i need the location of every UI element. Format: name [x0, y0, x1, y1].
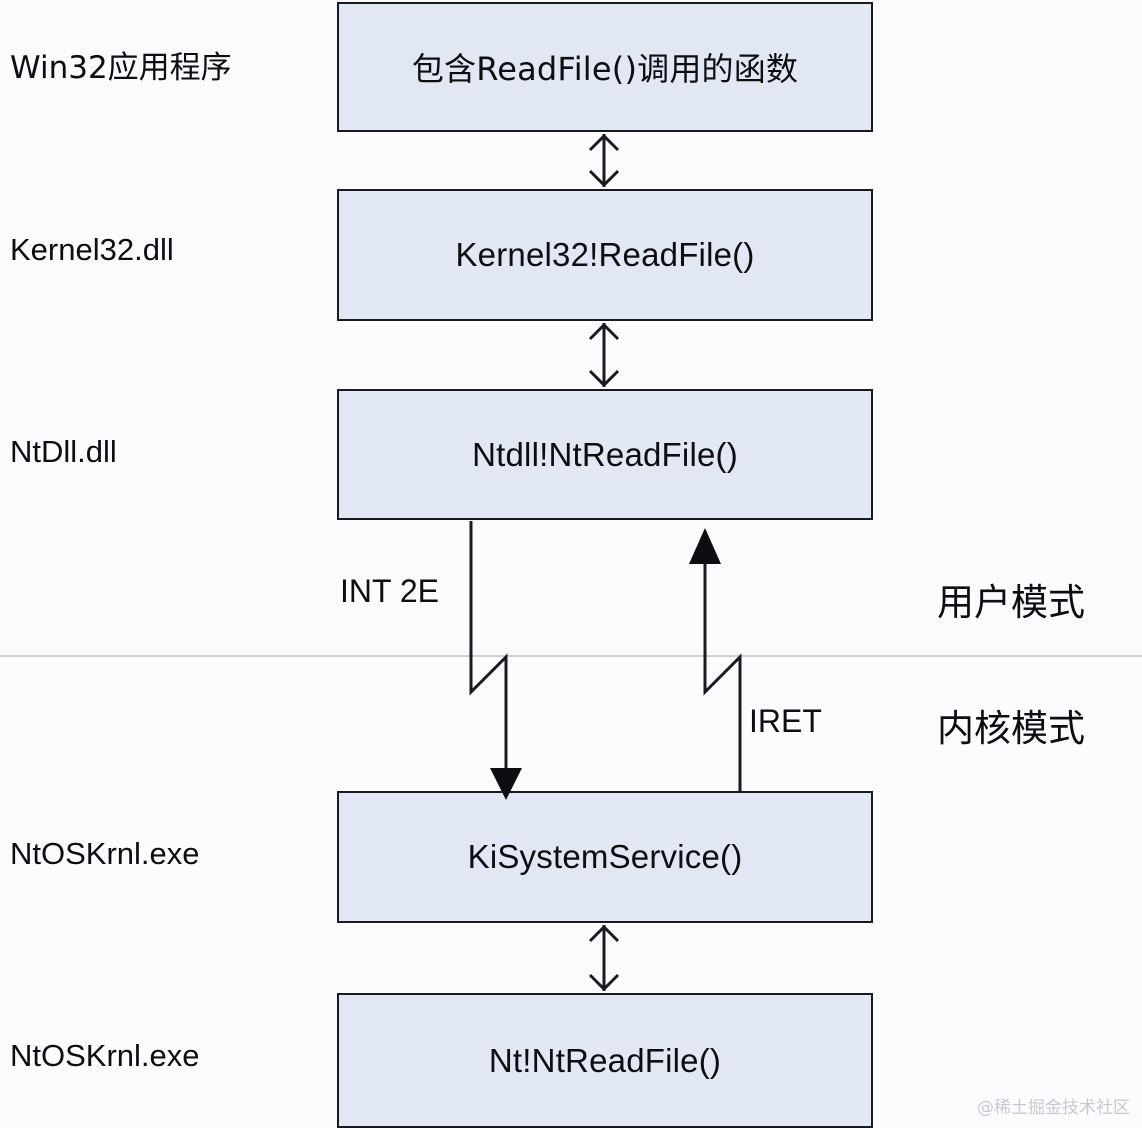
arrow-label-iret: IRET — [749, 703, 822, 739]
watermark: @稀土掘金技术社区 — [977, 1098, 1130, 1118]
box-label: KiSystemService() — [467, 838, 743, 875]
side-label-ntoskrnl-exe-ki: NtOSKrnl.exe — [10, 836, 200, 871]
mode-label-kernel: 内核模式 — [937, 707, 1085, 750]
user-kernel-boundary-line — [0, 655, 1142, 657]
box-nt-ntreadfile[interactable]: Nt!NtReadFile() — [337, 993, 873, 1128]
box-kernel32-readfile[interactable]: Kernel32!ReadFile() — [337, 189, 873, 321]
mode-label-user: 用户模式 — [937, 581, 1085, 624]
box-kisystemservice[interactable]: KiSystemService() — [337, 791, 873, 923]
box-readfile-caller-function[interactable]: 包含ReadFile()调用的函数 — [337, 2, 873, 132]
side-label-win32-app: Win32应用程序 — [10, 50, 232, 86]
box-label: Kernel32!ReadFile() — [455, 236, 755, 273]
arrow-label-int-2e: INT 2E — [340, 573, 439, 609]
side-label-ntoskrnl-exe-nt: NtOSKrnl.exe — [10, 1038, 200, 1073]
box-label: Nt!NtReadFile() — [488, 1041, 722, 1079]
side-label-kernel32-dll: Kernel32.dll — [10, 232, 174, 267]
box-label: 包含ReadFile()调用的函数 — [411, 50, 799, 88]
box-ntdll-ntreadfile[interactable]: Ntdll!NtReadFile() — [337, 389, 873, 520]
box-label: Ntdll!NtReadFile() — [472, 435, 738, 473]
side-label-ntdll-dll: NtDll.dll — [10, 434, 117, 469]
